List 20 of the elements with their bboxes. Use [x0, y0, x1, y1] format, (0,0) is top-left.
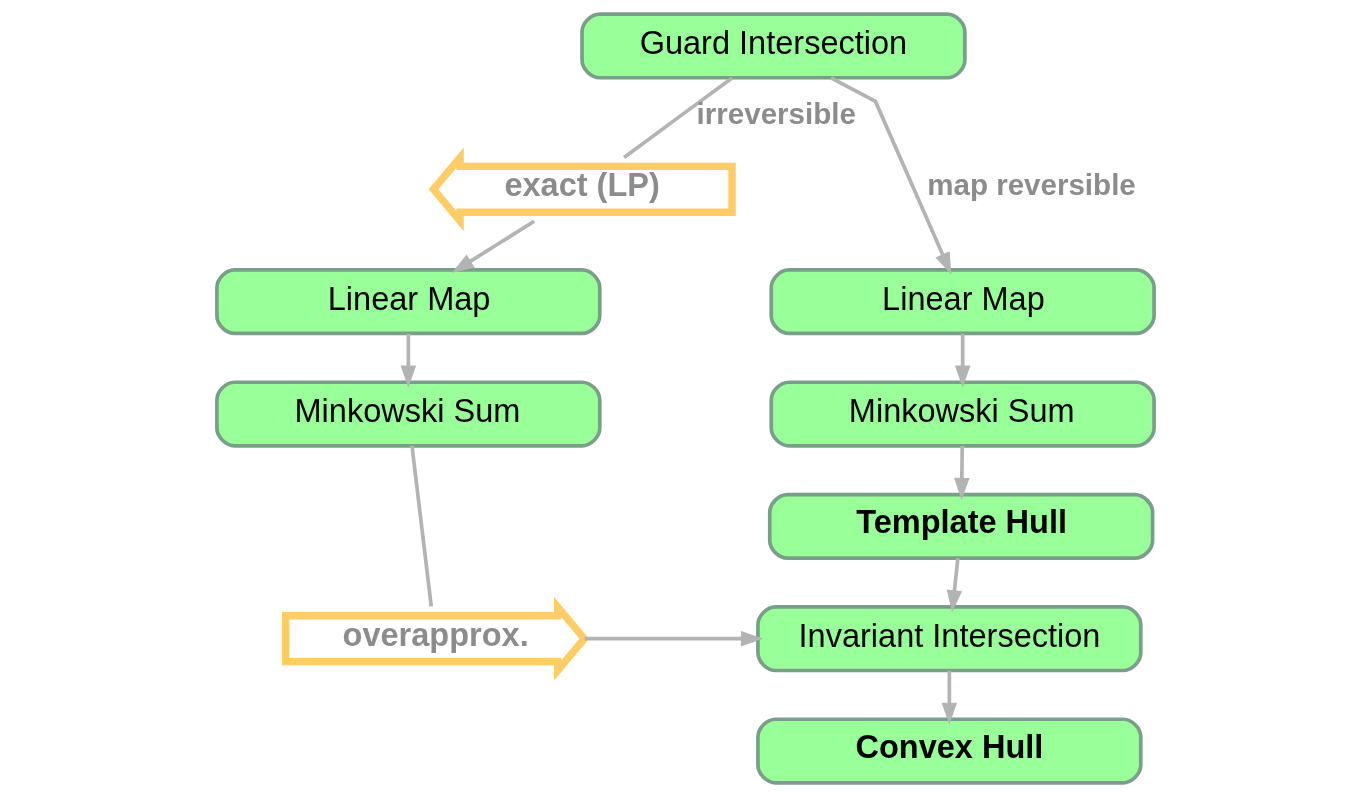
node-box: Linear Map [769, 268, 1156, 336]
node-box: Convex Hull [756, 717, 1143, 785]
arrow [954, 445, 970, 501]
edge-label: map reversible [927, 168, 1136, 202]
edge-label: irreversible [696, 96, 856, 130]
arrow [954, 333, 971, 388]
connector [410, 445, 434, 607]
arrow [941, 670, 958, 725]
arrow [400, 333, 417, 388]
node-box: Linear Map [215, 268, 602, 336]
node-box: Invariant Intersection [756, 605, 1143, 673]
arrow [830, 76, 952, 275]
node-box: Minkowski Sum [215, 380, 602, 448]
connector [622, 76, 734, 159]
node-box: Guard Intersection [580, 12, 967, 80]
arrow [451, 219, 536, 273]
node-box: Minkowski Sum [769, 380, 1156, 448]
arrow [584, 630, 764, 647]
node-box: Template Hull [767, 492, 1155, 560]
arrow [946, 558, 963, 613]
